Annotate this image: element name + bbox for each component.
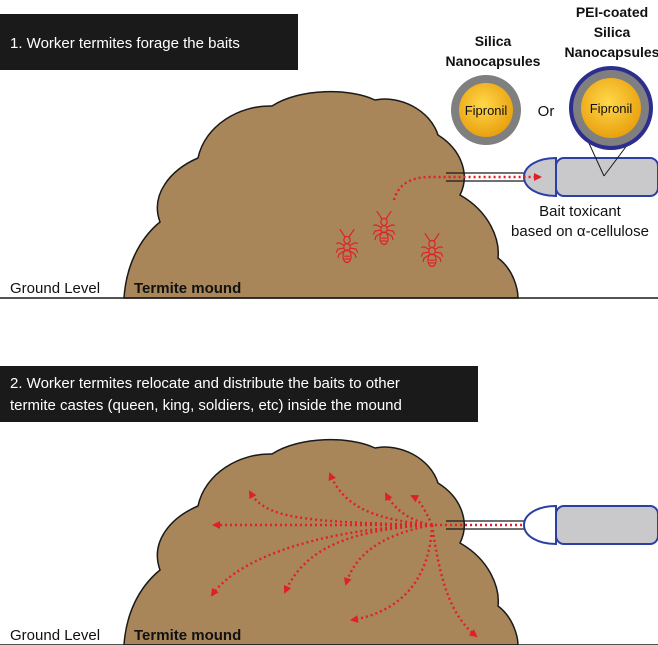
nanocapsule-icon: [569, 66, 653, 150]
capsule-a-core-label: Fipronil: [465, 103, 508, 118]
bait-label-1: Bait toxicant: [539, 203, 622, 220]
capsule-b-core-label: Fipronil: [590, 101, 633, 116]
bait-cylinder-icon: [522, 156, 658, 198]
forage-arrow: [392, 173, 542, 201]
mound-label-1: Termite mound: [134, 280, 241, 297]
nanocapsule-icon: [451, 75, 521, 145]
capsule-a-title-1: Silica: [475, 33, 512, 49]
ground-label-1: Ground Level: [10, 280, 100, 297]
caption-1: 1. Worker termites forage the baits: [10, 35, 240, 52]
ground-label-2: Ground Level: [10, 627, 100, 644]
caption-banner-2: [0, 366, 478, 422]
distribution-arrows: [210, 472, 478, 638]
capsule-b-title-1: PEI-coated: [576, 4, 648, 20]
bait-cylinder-icon: [522, 504, 658, 546]
caption-banner-1: [0, 14, 298, 70]
mound-label-2: Termite mound: [134, 627, 241, 644]
caption-2-line-1: 2. Worker termites relocate and distribu…: [10, 375, 400, 392]
capsule-b-title-2: Silica: [594, 24, 631, 40]
caption-2-line-2: termite castes (queen, king, soldiers, e…: [10, 397, 402, 414]
or-label: Or: [538, 103, 555, 120]
bait-label-2: based on α-cellulose: [511, 223, 649, 240]
capsule-a-title-2: Nanocapsules: [446, 53, 541, 69]
panel-2: 2. Worker termites relocate and distribu…: [0, 366, 658, 645]
panel-1: 1. Worker termites forage the baits Grou…: [0, 4, 658, 299]
capsule-b-title-3: Nanocapsules: [565, 44, 658, 60]
termite-mound-2: [123, 438, 519, 645]
termite-mound-1: [123, 90, 519, 299]
